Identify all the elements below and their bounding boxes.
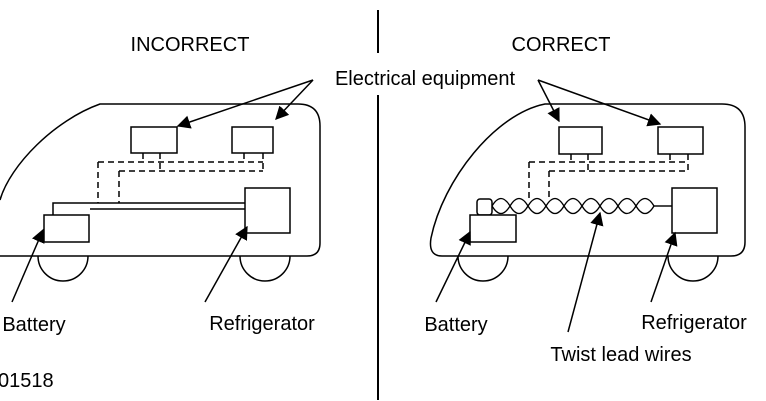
right-refrigerator [671, 187, 718, 234]
right-battery-label: Battery [424, 314, 487, 336]
right-equipment-box-2 [657, 126, 704, 155]
right-dashed-wiring [528, 154, 689, 198]
correct-heading: CORRECT [512, 34, 611, 56]
left-battery-label: Battery [2, 314, 65, 336]
right-battery-terminal [476, 198, 493, 216]
right-refrigerator-label: Refrigerator [641, 312, 747, 334]
left-dashed-wiring [97, 153, 264, 203]
electrical-equipment-label: Electrical equipment [335, 68, 516, 90]
right-twist-arrow [567, 211, 604, 333]
right-front-wheel-arch [667, 255, 719, 282]
right-battery [469, 214, 517, 243]
left-van-body [0, 103, 321, 257]
left-equipment-box-1 [130, 126, 178, 154]
equipment-arrow-right-2 [537, 79, 662, 127]
right-rear-wheel-arch [457, 255, 509, 282]
right-van-body [429, 103, 746, 257]
equipment-arrow-left-1 [176, 79, 314, 129]
figure-id: 01518 [0, 370, 54, 392]
right-refrigerator-arrow [650, 231, 678, 303]
right-battery-arrow [435, 230, 471, 303]
left-refrigerator-arrow [204, 225, 248, 303]
left-rear-wheel-arch [37, 255, 89, 282]
twist-lead-wires-label: Twist lead wires [550, 344, 691, 366]
correct-panel: Battery Refrigerator Twist lead wires [424, 103, 747, 366]
left-battery [43, 214, 90, 243]
right-equipment-box-1 [558, 126, 603, 155]
left-equipment-box-2 [231, 126, 274, 154]
incorrect-heading: INCORRECT [131, 34, 250, 56]
left-refrigerator-label: Refrigerator [209, 313, 315, 335]
right-twisted-wires [491, 197, 672, 215]
left-battery-arrow [11, 228, 45, 303]
left-refrigerator [244, 187, 291, 234]
equipment-arrow-right-1 [537, 79, 560, 123]
equipment-arrow-left-2 [275, 79, 314, 120]
left-lead-wires [52, 202, 245, 215]
incorrect-panel: Battery Refrigerator [0, 103, 321, 336]
left-front-wheel-arch [239, 255, 291, 282]
